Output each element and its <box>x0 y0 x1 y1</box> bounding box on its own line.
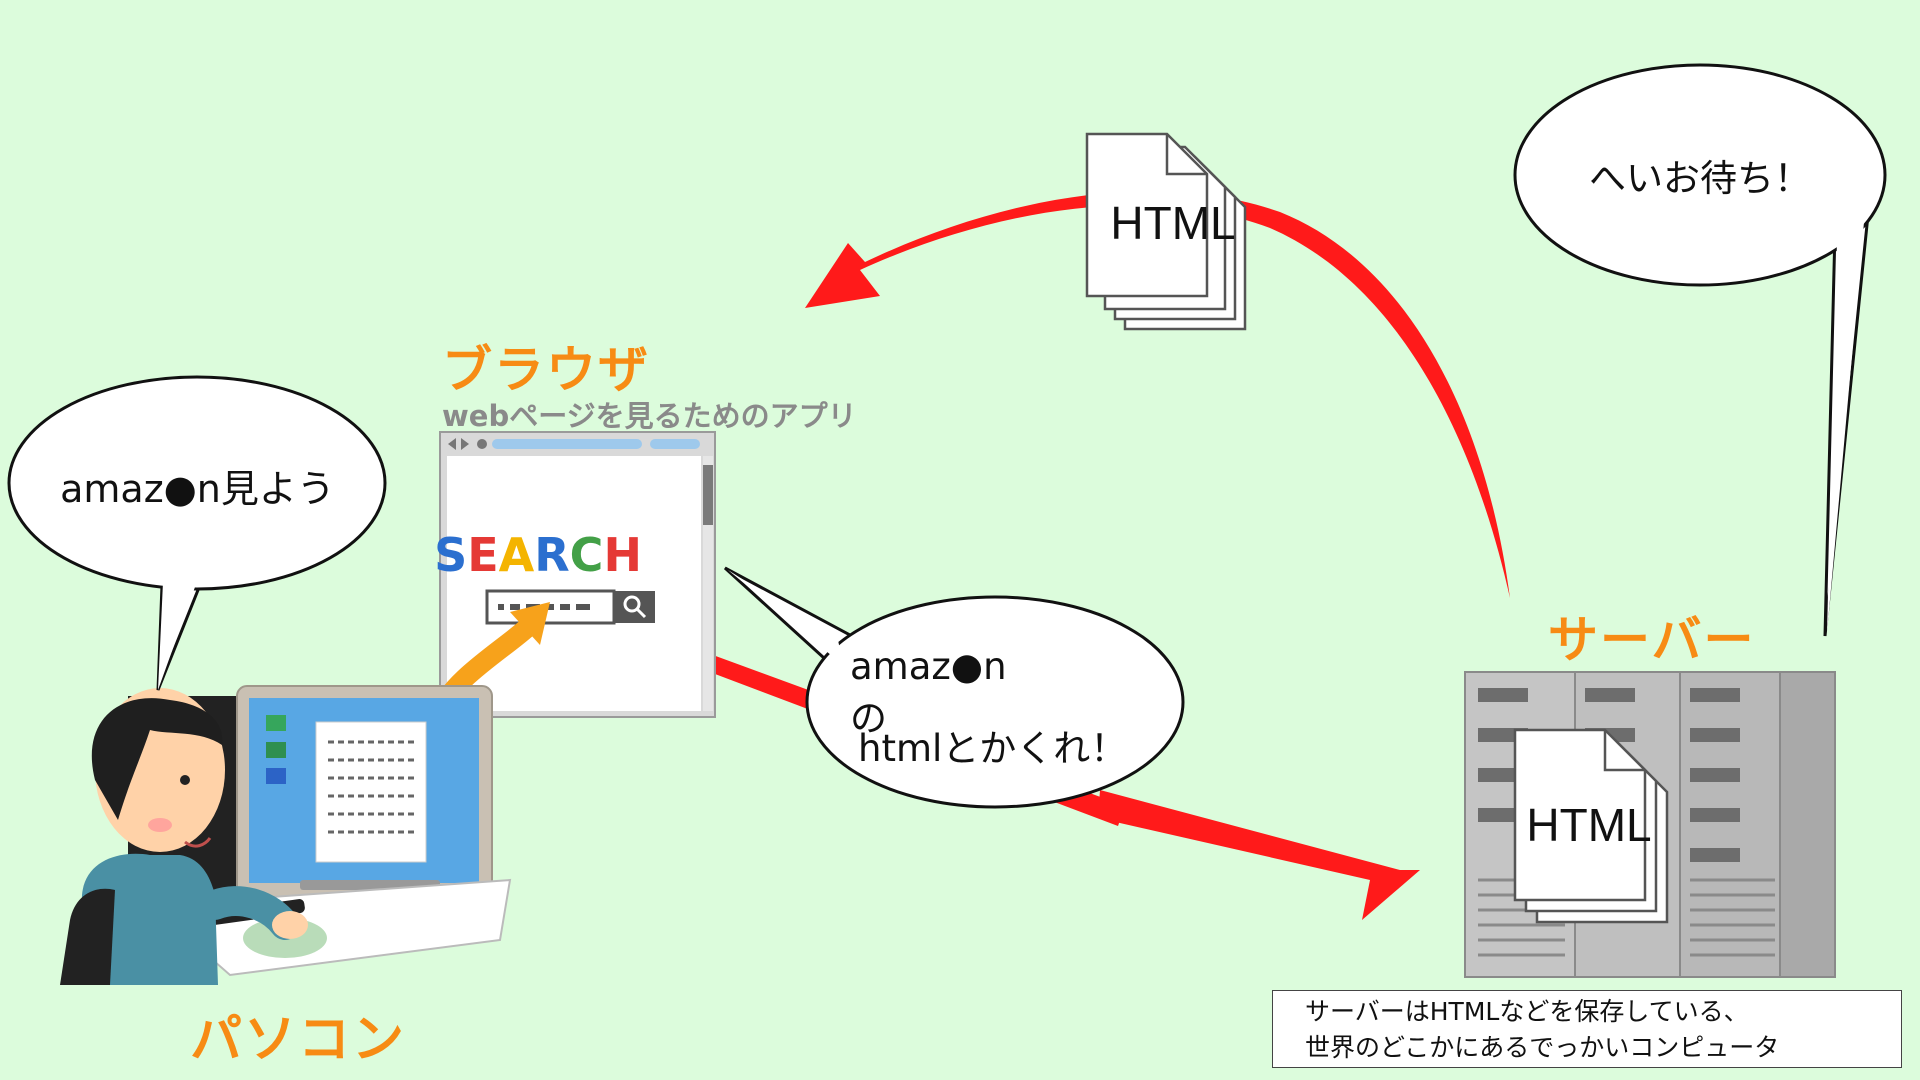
server-note-line1: サーバーはHTMLなどを保存している、 <box>1305 997 1749 1026</box>
server-speech-bubble <box>1513 63 1887 637</box>
browser-subtitle: webページを見るためのアプリ <box>442 399 857 433</box>
returned-html-label: HTML <box>1110 197 1235 249</box>
pc-label: パソコン <box>190 1010 407 1070</box>
request-bubble-line1: amaz●nの <box>850 645 1007 740</box>
pc-user-illustration <box>60 685 512 985</box>
returned-html-document: HTML <box>1085 132 1247 331</box>
server-note-box: サーバーはHTMLなどを保存している、 世界のどこかにあるでっかいコンピュータ <box>1272 990 1902 1068</box>
server-label: サーバー <box>1548 611 1756 669</box>
user-bubble-text: amaz●n見よう <box>60 467 335 511</box>
browser-window-illustration: SEARCH <box>392 431 716 745</box>
request-bubble-line2: htmlとかくれ！ <box>858 727 1128 770</box>
server-bubble-text: へいお待ち！ <box>1589 157 1811 200</box>
server-note-line2: 世界のどこかにあるでっかいコンピュータ <box>1305 1033 1780 1062</box>
stored-html-label: HTML <box>1526 799 1651 851</box>
search-logo: SEARCH <box>434 528 642 582</box>
browser-label: ブラウザ <box>442 341 650 399</box>
request-speech-bubble <box>723 566 1185 809</box>
stored-html-document: HTML <box>1513 728 1669 924</box>
user-speech-bubble <box>7 375 387 691</box>
